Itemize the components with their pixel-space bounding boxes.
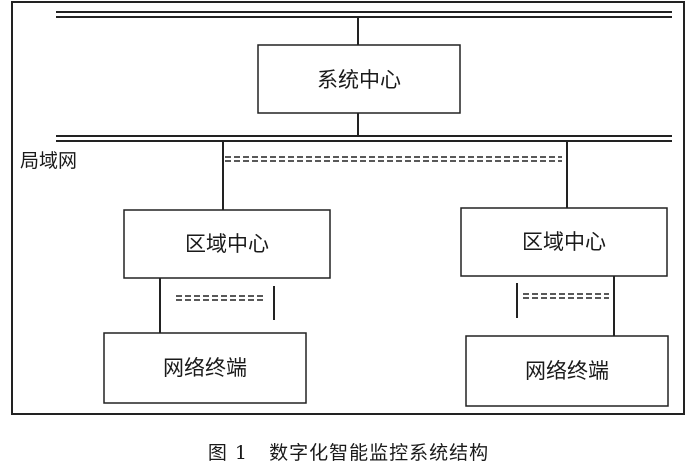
terminal-right-node: 网络终端 [465,335,669,407]
terminal-left-label: 网络终端 [163,356,247,380]
top-bus [56,11,672,18]
system-center-label: 系统中心 [317,68,401,92]
region-center-right-label: 区域中心 [522,230,606,254]
lan-dashed-link [225,156,562,162]
terminal-right-label: 网络终端 [525,359,609,383]
lan-bus [56,135,672,142]
region-center-left-label: 区域中心 [185,232,269,256]
diagram-frame [11,1,685,415]
figure-title: 数字化智能监控系统结构 [269,442,490,464]
lan-label: 局域网 [20,150,77,172]
system-center-node: 系统中心 [257,44,461,114]
terminal-left-node: 网络终端 [103,332,307,404]
region-left-terminal-links [159,278,275,333]
figure-number: 图 1 [207,442,248,464]
region-right-terminal-links [516,276,615,336]
region-center-left-node: 区域中心 [123,209,331,279]
figure-caption: 图 1 数字化智能监控系统结构 [0,438,697,465]
region-center-right-node: 区域中心 [460,207,668,277]
